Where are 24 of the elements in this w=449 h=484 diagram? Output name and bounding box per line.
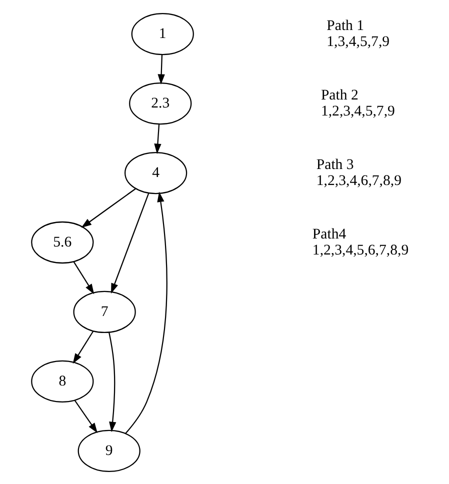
- label: 1,2,3,4,6,7,8,9: [316, 172, 401, 188]
- arrow: [74, 400, 98, 433]
- arrow: [157, 54, 164, 84]
- node-ellipse: 1: [130, 12, 194, 55]
- node-ellipse: 8: [30, 360, 94, 402]
- arrow: [108, 332, 116, 432]
- label: Path 3: [316, 156, 354, 172]
- arrow: [154, 124, 161, 154]
- arrow: [72, 260, 94, 294]
- label: 1,2,3,4,5,7,9: [320, 102, 394, 119]
- label: Path 1: [326, 17, 364, 34]
- arrow: [124, 191, 167, 434]
- label: 1,3,4,5,7,9: [326, 33, 390, 50]
- node-ellipse: 5.6: [30, 220, 94, 264]
- node-ellipse: 7: [72, 290, 136, 333]
- arrow: [110, 192, 149, 294]
- label: Path 2: [320, 86, 358, 103]
- label: 1,2,3,4,5,6,7,8,9: [312, 242, 408, 258]
- arrow: [72, 330, 94, 364]
- arrow: [80, 188, 136, 228]
- node-ellipse: 9: [77, 429, 140, 472]
- label: Path4: [312, 226, 346, 242]
- node-ellipse: 4: [124, 151, 187, 194]
- node-ellipse: 2.3: [128, 82, 192, 124]
